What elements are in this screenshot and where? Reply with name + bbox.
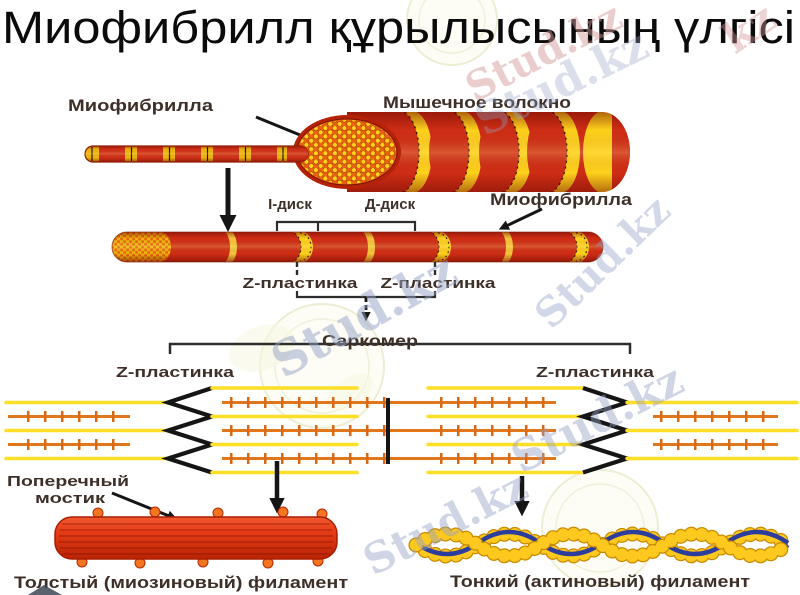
z-plate-right-label: Z-пластинка — [536, 365, 655, 381]
thin-filaments-outer-right — [625, 400, 799, 461]
thin-filaments-center — [210, 386, 585, 475]
disk-bracket — [275, 220, 417, 231]
myofibrilla-right-arrow — [498, 207, 543, 230]
i-disk-label: І-диск — [268, 196, 312, 213]
thick-filaments-outer-left — [8, 411, 130, 450]
z-plate-left-label: Z-пластинка — [116, 365, 235, 381]
z-line-left-zigzag — [161, 386, 219, 475]
corner-artifact — [28, 585, 62, 595]
muscle-fiber-label: Мышечное волокно — [383, 93, 571, 112]
thin-filament-illustration — [408, 526, 796, 564]
page-title: Миофибрилл құрылысының үлгісі — [2, 2, 795, 53]
cross-bridge-label-line1: Поперечный — [7, 473, 129, 490]
z-plate-ticks — [295, 262, 437, 277]
text-watermarks: Stud.kz kz Stud.kz Stud.kz Stud.kz Stud.… — [262, 0, 784, 585]
cross-bridge-label-line2: мостик — [35, 490, 106, 507]
fiber-face-myofibril-dots — [298, 120, 396, 184]
myofibril-cylinder — [111, 231, 604, 263]
z-plate-top-right-label: Z-пластинка — [381, 276, 497, 292]
myofibrilla-right-label: Миофибрилла — [490, 190, 633, 209]
thin-filament-label: Тонкий (актиновый) филамент — [450, 573, 750, 591]
emblem-watermark — [229, 303, 385, 429]
z-plate-top-left-label: Z-пластинка — [243, 276, 359, 292]
sarcomere-schematic — [4, 386, 799, 475]
cross-bridge-arrow — [111, 491, 178, 521]
sarcomere-bracket — [168, 342, 632, 354]
thick-filaments-outer-right — [653, 411, 778, 450]
thick-filament-illustration — [54, 506, 338, 569]
myosin-striations — [59, 523, 333, 555]
emblem-watermark — [406, 0, 498, 66]
muscle-fiber-illustration — [293, 112, 630, 192]
thin-filaments-outer-left — [4, 400, 170, 461]
muscle-fiber-bands — [347, 112, 630, 192]
actin-beads-front — [409, 527, 795, 563]
myofibril-strand — [84, 145, 309, 163]
myofibrilla-top-label: Миофибрилла — [68, 96, 214, 115]
watermark-text: Stud.kz — [355, 461, 535, 585]
d-disk-label: Д-диск — [365, 196, 416, 213]
thick-filament-label: Толстый (миозиновый) филамент — [14, 574, 348, 592]
sarcomere-label: Саркомер — [322, 333, 418, 350]
